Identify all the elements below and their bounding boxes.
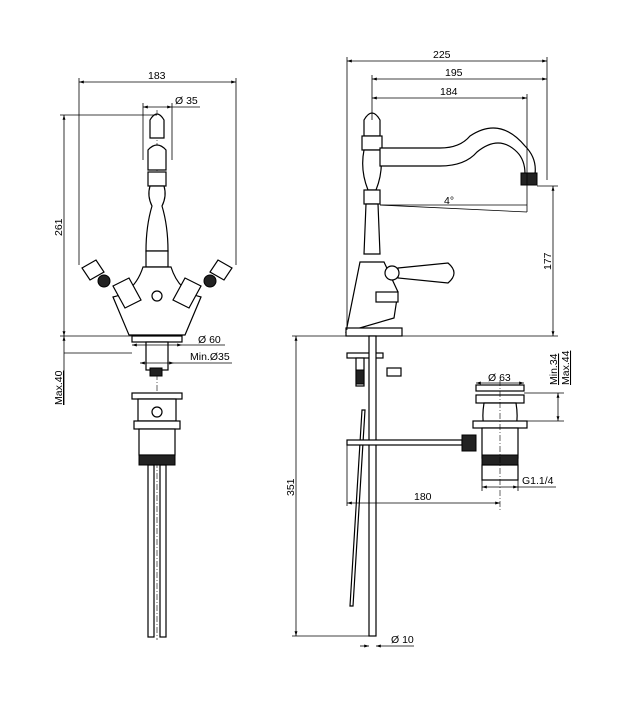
front-dimensions: 183 Ø 35 261 Ø 60 Min.Ø35 Max.40 [53,70,237,405]
side-view: 225 195 184 4° 177 351 Ø 10 Ø 63 [285,49,572,648]
dim-177: 177 [542,252,554,270]
dim-thread-g114: G1.1/4 [522,475,554,487]
dim-184: 184 [440,86,458,98]
dim-diameter-35: Ø 35 [175,95,198,107]
dim-angle-4: 4° [444,195,454,207]
dim-diameter-60: Ø 60 [198,334,221,346]
front-faucet-body [81,110,233,640]
dim-180: 180 [414,491,432,503]
front-view: 183 Ø 35 261 Ø 60 Min.Ø35 Max.40 [53,70,237,640]
dim-diameter-10: Ø 10 [391,634,414,646]
dim-max-40: Max.40 [53,370,65,405]
dim-225: 225 [433,49,451,61]
dim-max-44: Max.44 [560,350,572,385]
side-faucet-body [345,112,538,637]
dim-195: 195 [445,67,463,79]
side-dimensions: 225 195 184 4° 177 351 Ø 10 Ø 63 [285,49,572,648]
dim-183: 183 [148,70,166,82]
dim-min-34: Min.34 [548,353,560,385]
dim-diameter-63: Ø 63 [488,372,511,384]
dim-351: 351 [285,478,297,496]
dim-261: 261 [53,218,65,236]
dim-min-diameter-35: Min.Ø35 [190,351,230,363]
